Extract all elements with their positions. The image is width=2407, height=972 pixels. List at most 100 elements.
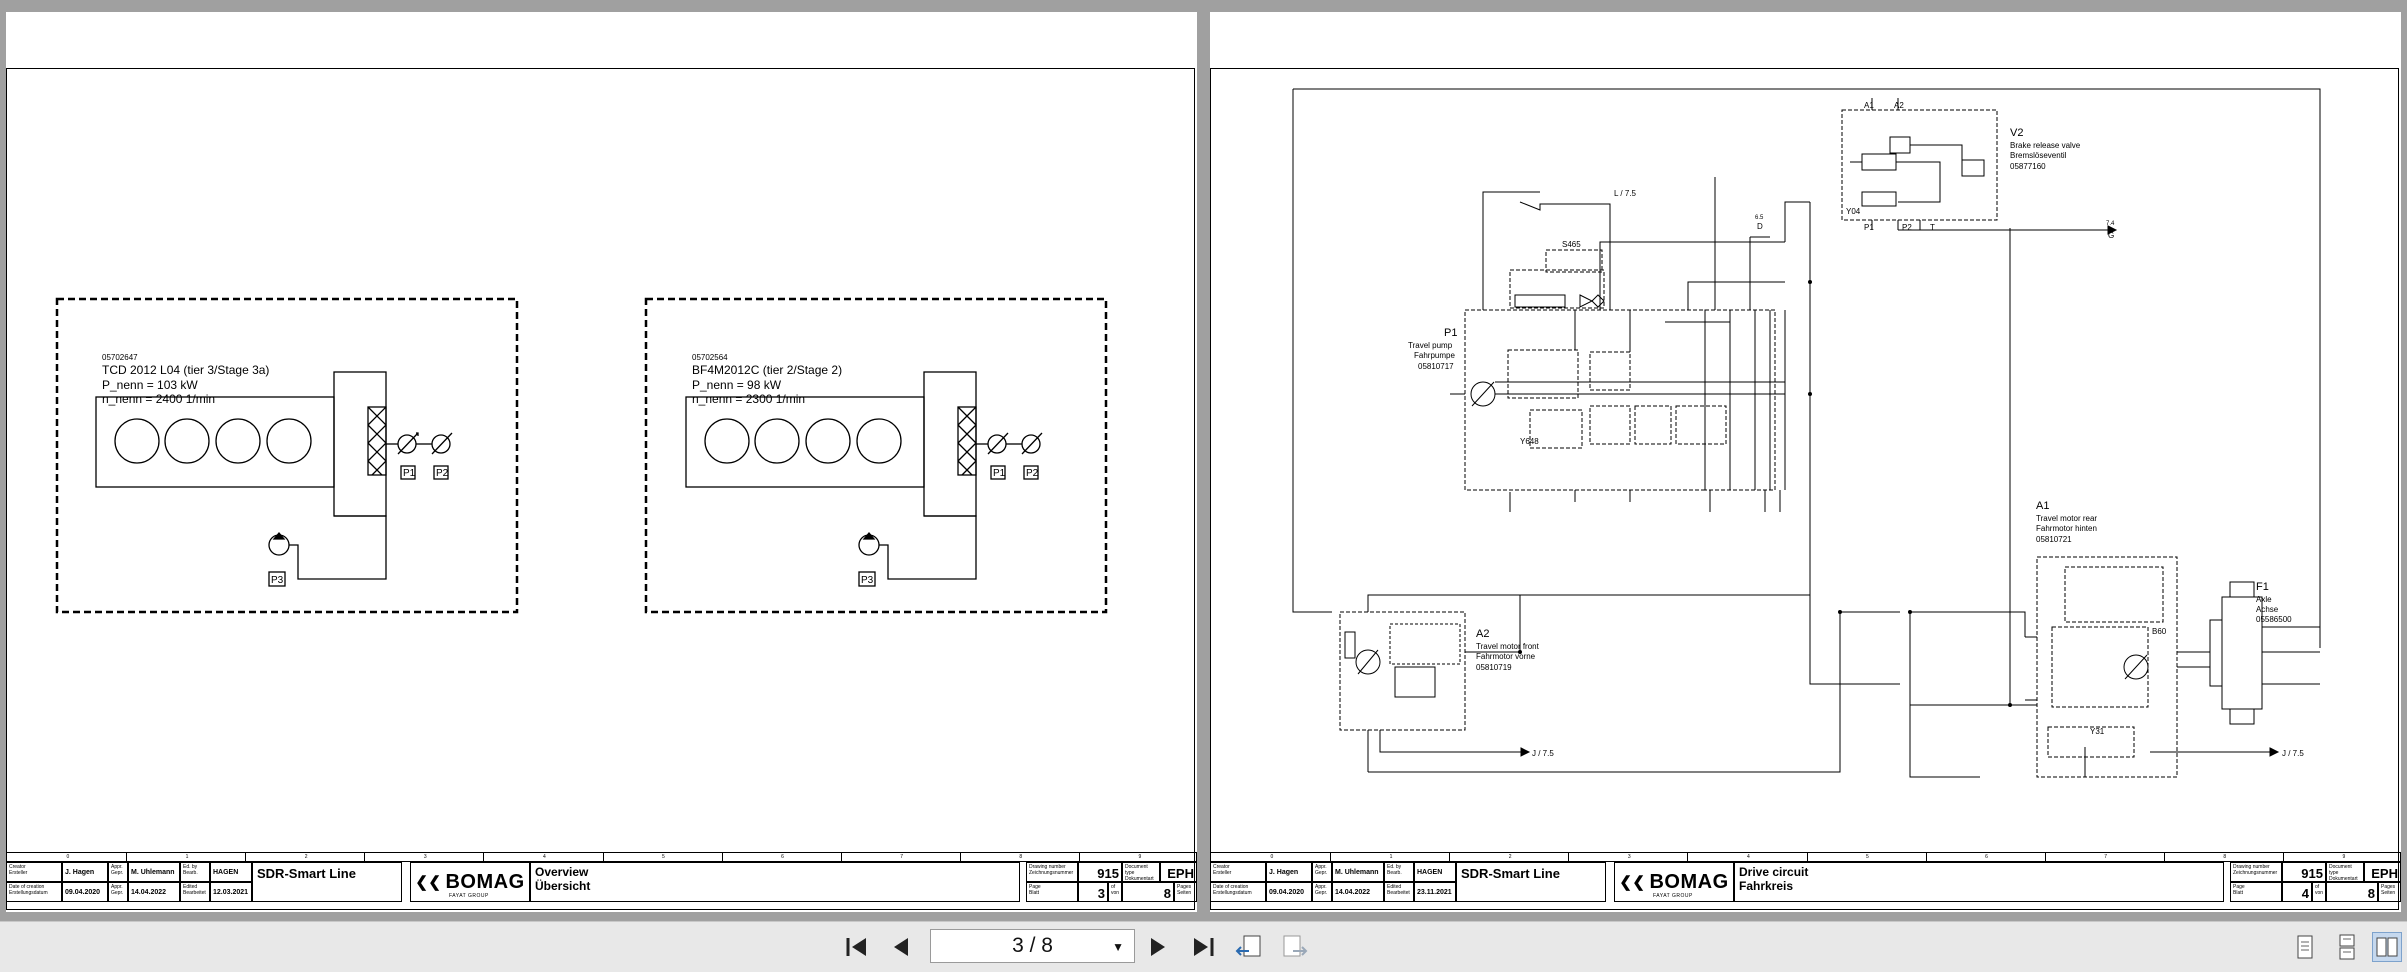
v2-part-no: 05877160 <box>2010 162 2046 171</box>
y04-label: Y04 <box>1846 207 1861 216</box>
engine-1-pump-label: P1 <box>403 468 416 479</box>
engine-block-1 <box>95 396 335 488</box>
port-p2: P2 <box>1902 223 1912 232</box>
drawing-title: Overview Übersicht <box>530 862 1020 902</box>
engine-1-pump-label: P3 <box>271 575 284 586</box>
document-type-label: Document type Dokumentart <box>1122 862 1160 882</box>
creator-label: Creator Ersteller <box>1210 862 1266 882</box>
page-number: 4 <box>2282 882 2312 902</box>
viewer-toolbar: 3 / 8 ▼ <box>0 921 2407 972</box>
approver-value: M. Uhlemann <box>1332 862 1384 882</box>
page-label: Page Blatt <box>1026 882 1078 902</box>
a2-tag: A2 <box>1476 628 1489 640</box>
previous-page-icon[interactable] <box>886 932 916 962</box>
page-select[interactable]: 3 / 8 ▼ <box>930 929 1135 963</box>
grid-label: 0 <box>66 854 70 860</box>
grid-divider <box>840 853 842 861</box>
grid-label: 9 <box>1138 854 1142 860</box>
of-label: of von <box>2312 882 2326 902</box>
last-page-icon[interactable] <box>1188 932 1218 962</box>
creator-value: J. Hagen <box>62 862 108 882</box>
edited-value: 12.03.2021 <box>210 882 252 902</box>
grid-label: 6 <box>1985 854 1988 860</box>
next-page-icon[interactable] <box>1143 932 1173 962</box>
approver-value: M. Uhlemann <box>128 862 180 882</box>
single-page-icon[interactable] <box>2290 932 2320 962</box>
p1-name-de: Fahrpumpe <box>1414 351 1455 360</box>
rotate-counterclockwise-icon[interactable] <box>1234 932 1264 962</box>
drawing-number-label: Drawing number Zeichnungsnummer <box>2230 862 2282 882</box>
cylinder <box>754 418 800 464</box>
grid-divider <box>1330 853 1332 861</box>
grid-label: 7 <box>900 854 904 860</box>
two-page-icon[interactable] <box>2372 932 2402 962</box>
approver-label: Appr. Gepr. <box>1312 862 1332 882</box>
engine-overview-drawing: 05702647 TCD 2012 L04 (tier 3/Stage 3a) … <box>55 297 1108 614</box>
first-page-icon[interactable] <box>842 932 872 962</box>
pump-p2 <box>431 434 451 454</box>
f1-name-en: Axle <box>2256 595 2272 604</box>
grid-label: 5 <box>662 854 665 860</box>
engine-2-speed: n_nenn = 2300 1/min <box>692 392 805 406</box>
edited-value: 23.11.2021 <box>1414 882 1456 902</box>
a2-name-de: Fahrmotor vorne <box>1476 652 1536 661</box>
approver-label: Appr. Gepr. <box>108 862 128 882</box>
grid-divider <box>721 853 723 861</box>
engine-1-part-no: 05702647 <box>102 353 138 362</box>
travel-pump-box <box>1464 309 1706 491</box>
rotate-clockwise-icon[interactable] <box>1280 932 1310 962</box>
grid-divider <box>602 853 604 861</box>
grid-label: 8 <box>2223 854 2227 860</box>
grid-label: 3 <box>1627 854 1631 860</box>
grid-divider <box>364 853 366 861</box>
engine-2-pump-label: P3 <box>861 575 874 586</box>
bomag-logo: ❮❮BOMAG FAYAT GROUP <box>1614 862 1734 902</box>
grid-divider <box>1449 853 1451 861</box>
brand-sub: FAYAT GROUP <box>449 893 489 899</box>
drive-circuit-schematic: V2 Brake release valve Bremslöseventil 0… <box>1292 88 2321 778</box>
ref-g-num: 7.4 <box>2106 221 2115 227</box>
y31-label: Y31 <box>2090 727 2105 736</box>
cylinder <box>704 418 750 464</box>
a2-part-no: 05810719 <box>1476 663 1512 672</box>
title-en: Overview <box>535 865 589 879</box>
editor-label: Ed. by Bearb. <box>180 862 210 882</box>
date-created-value: 09.04.2020 <box>1266 882 1312 902</box>
rear-motor-box <box>2036 556 2178 778</box>
page-indicator: 3 / 8 <box>1012 934 1053 957</box>
page-number: 3 <box>1078 882 1108 902</box>
of-label: of von <box>1108 882 1122 902</box>
a1-name-en: Travel motor rear <box>2036 514 2097 523</box>
grid-label: 5 <box>1866 854 1869 860</box>
hydraulic-line <box>1293 88 2321 648</box>
grid-divider <box>959 853 961 861</box>
edited-label: Edited Bearbeitet <box>180 882 210 902</box>
grid-label: 1 <box>1389 854 1393 860</box>
f1-tag: F1 <box>2256 581 2269 593</box>
engine-2-pump-label: P2 <box>1026 468 1039 479</box>
editor-value: HAGEN <box>210 862 252 882</box>
page-count: 8 <box>2326 882 2378 902</box>
approval-date-label: Appr. Gepr. <box>108 882 128 902</box>
bomag-logo: ❮❮BOMAG FAYAT GROUP <box>410 862 530 902</box>
ref-l: L / 7.5 <box>1614 189 1636 198</box>
grid-divider <box>1687 853 1689 861</box>
v2-name-de: Bremslöseventil <box>2010 151 2067 160</box>
engine-2-part-no: 05702564 <box>692 353 728 362</box>
engine-2-power: P_nenn = 98 kW <box>692 378 782 392</box>
p1-tag: P1 <box>1444 327 1457 339</box>
grid-divider <box>1078 853 1080 861</box>
continuous-page-icon[interactable] <box>2332 932 2362 962</box>
gearbox-1 <box>333 371 387 517</box>
grid-divider <box>2044 853 2046 861</box>
valve-spool <box>1861 153 1897 171</box>
cylinder <box>805 418 851 464</box>
ref-g: G <box>2108 231 2114 240</box>
coupling-1 <box>367 406 387 476</box>
port-a2: A2 <box>1894 101 1904 110</box>
f1-name-de: Achse <box>2256 605 2279 614</box>
